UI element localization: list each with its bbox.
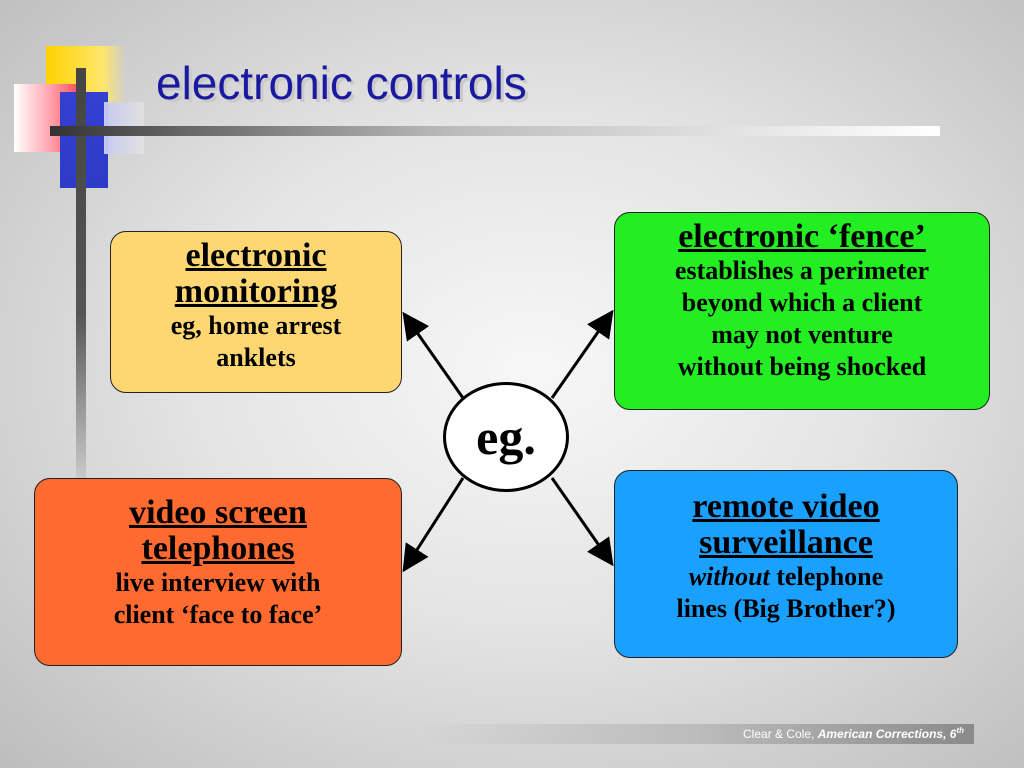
surveillance-heading-1: remote video xyxy=(692,488,880,525)
surveillance-body-1: without telephone xyxy=(615,561,957,593)
footer-edition-sup: th xyxy=(956,726,964,735)
slide-title: electronic controls xyxy=(156,57,527,109)
fence-body-1: establishes a perimeter xyxy=(674,256,930,285)
fence-body-2: beyond which a client xyxy=(681,288,923,317)
telephones-heading-1: video screen xyxy=(129,494,307,531)
arrow-to-telephones xyxy=(402,477,465,573)
monitoring-heading-1: electronic xyxy=(185,237,327,274)
footer-authors: Clear & Cole, xyxy=(743,727,818,741)
surveillance-body-italic: without xyxy=(688,562,770,591)
monitoring-heading-2: monitoring xyxy=(174,273,338,310)
surveillance-body-rest: telephone xyxy=(769,562,884,591)
decor-vertical-rule xyxy=(76,68,86,478)
decor-title-rule xyxy=(50,126,940,136)
telephones-heading-2: telephones xyxy=(141,530,295,567)
monitoring-body-1: eg, home arrest xyxy=(170,311,342,340)
footer-book: American Corrections, 6 xyxy=(817,727,957,741)
arrow-to-surveillance xyxy=(550,477,614,567)
telephones-body-1: live interview with xyxy=(115,568,321,597)
monitoring-body-2: anklets xyxy=(216,343,296,372)
fence-body-3: may not venture xyxy=(711,320,893,349)
box-electronic-fence: electronic ‘fence’ establishes a perimet… xyxy=(614,212,990,410)
box-electronic-monitoring: electronic monitoring eg, home arrest an… xyxy=(110,231,402,393)
hub-label: eg. xyxy=(476,409,536,465)
footer-bar xyxy=(418,724,974,744)
surveillance-body-2: lines (Big Brother?) xyxy=(676,594,896,623)
fence-body-4: without being shocked xyxy=(677,352,927,381)
surveillance-heading-2: surveillance xyxy=(699,524,873,561)
arrow-to-fence xyxy=(550,309,614,399)
footer-citation: Clear & Cole, American Corrections, 6th xyxy=(743,726,964,741)
arrow-to-monitoring xyxy=(402,311,465,399)
telephones-body-2: client ‘face to face’ xyxy=(113,600,323,629)
box-video-screen-telephones: video screen telephones live interview w… xyxy=(34,478,402,666)
fence-heading: electronic ‘fence’ xyxy=(678,218,926,255)
hub-circle: eg. xyxy=(443,382,569,492)
box-remote-video-surveillance: remote video surveillance without teleph… xyxy=(614,470,958,658)
